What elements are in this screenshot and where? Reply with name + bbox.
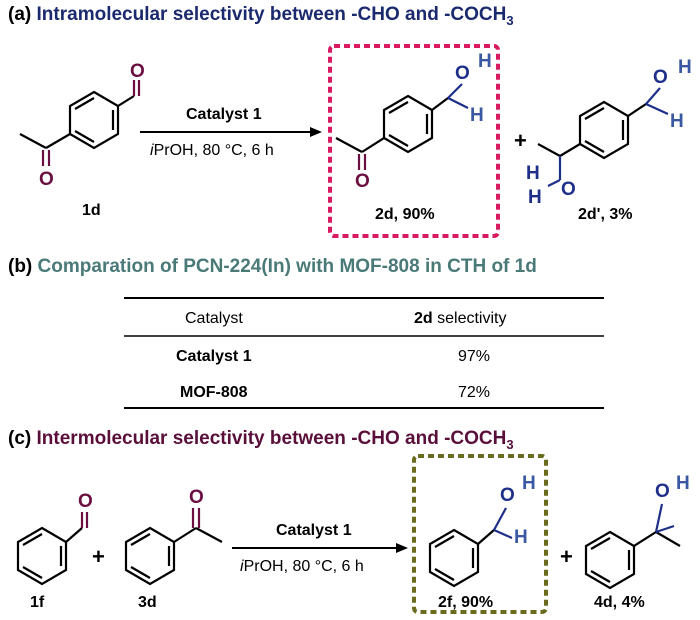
atom-oxygen: O <box>653 67 668 88</box>
conditions-label: iPrOH, 80 °C, 6 h <box>240 558 364 575</box>
atom-hydrogen: H <box>478 51 492 72</box>
atom-hydrogen: H <box>678 57 692 78</box>
label-2d-prime: 2d', 3% <box>578 206 633 223</box>
atom-oxygen: O <box>39 169 54 190</box>
atom-oxygen: O <box>78 491 93 512</box>
atom-oxygen: O <box>189 487 204 508</box>
table-row-catalyst: MOF-808 <box>180 384 248 401</box>
table-row-catalyst: Catalyst 1 <box>176 348 252 365</box>
atom-oxygen: O <box>561 179 576 200</box>
conditions-label: iPrOH, 80 °C, 6 h <box>150 142 274 159</box>
atom-hydrogen: H <box>514 527 528 548</box>
table-header-selectivity: 2d selectivity <box>414 310 507 327</box>
highlight-box-2f <box>412 454 548 614</box>
molecule-2f <box>428 507 513 588</box>
atom-oxygen: O <box>130 61 145 82</box>
atom-hydrogen: H <box>522 473 536 494</box>
atom-oxygen: O <box>455 63 470 84</box>
highlight-box-2d <box>328 44 500 238</box>
table-row-selectivity: 97% <box>458 348 491 365</box>
plus-sign: + <box>92 544 105 569</box>
atom-oxygen: O <box>500 485 515 506</box>
catalyst-label: Catalyst 1 <box>186 106 262 123</box>
label-2d: 2d, 90% <box>375 206 435 223</box>
label-3d: 3d <box>138 594 157 611</box>
molecule-2d-prime <box>537 87 669 187</box>
plus-sign: + <box>514 128 527 153</box>
atom-hydrogen: H <box>470 105 484 126</box>
label-1d: 1d <box>82 202 101 219</box>
plus-sign: + <box>560 544 573 569</box>
atom-hydrogen: H <box>670 111 684 132</box>
catalyst-label: Catalyst 1 <box>276 522 352 539</box>
molecule-1f <box>16 512 89 586</box>
label-2f: 2f, 90% <box>438 594 494 611</box>
atom-hydrogen: H <box>676 473 690 494</box>
atom-hydrogen: H <box>528 187 542 208</box>
label-1f: 1f <box>30 594 45 611</box>
molecule-1d <box>19 80 141 166</box>
section-b-title: (b) Comparation of PCN-224(In) with MOF-… <box>8 256 537 277</box>
atom-oxygen: O <box>355 171 370 192</box>
label-4d: 4d, 4% <box>594 594 645 611</box>
table-row-selectivity: 72% <box>458 384 491 401</box>
section-a-title: (a) Intramolecular selectivity between -… <box>8 4 514 28</box>
atom-hydrogen: H <box>526 163 540 184</box>
section-c-title: (c) Intermolecular selectivity between -… <box>8 428 514 452</box>
molecule-2d <box>335 83 469 170</box>
molecule-4d <box>584 503 681 590</box>
atom-oxygen: O <box>655 481 670 502</box>
molecule-3d <box>124 508 223 586</box>
table-header-catalyst: Catalyst <box>185 310 243 327</box>
